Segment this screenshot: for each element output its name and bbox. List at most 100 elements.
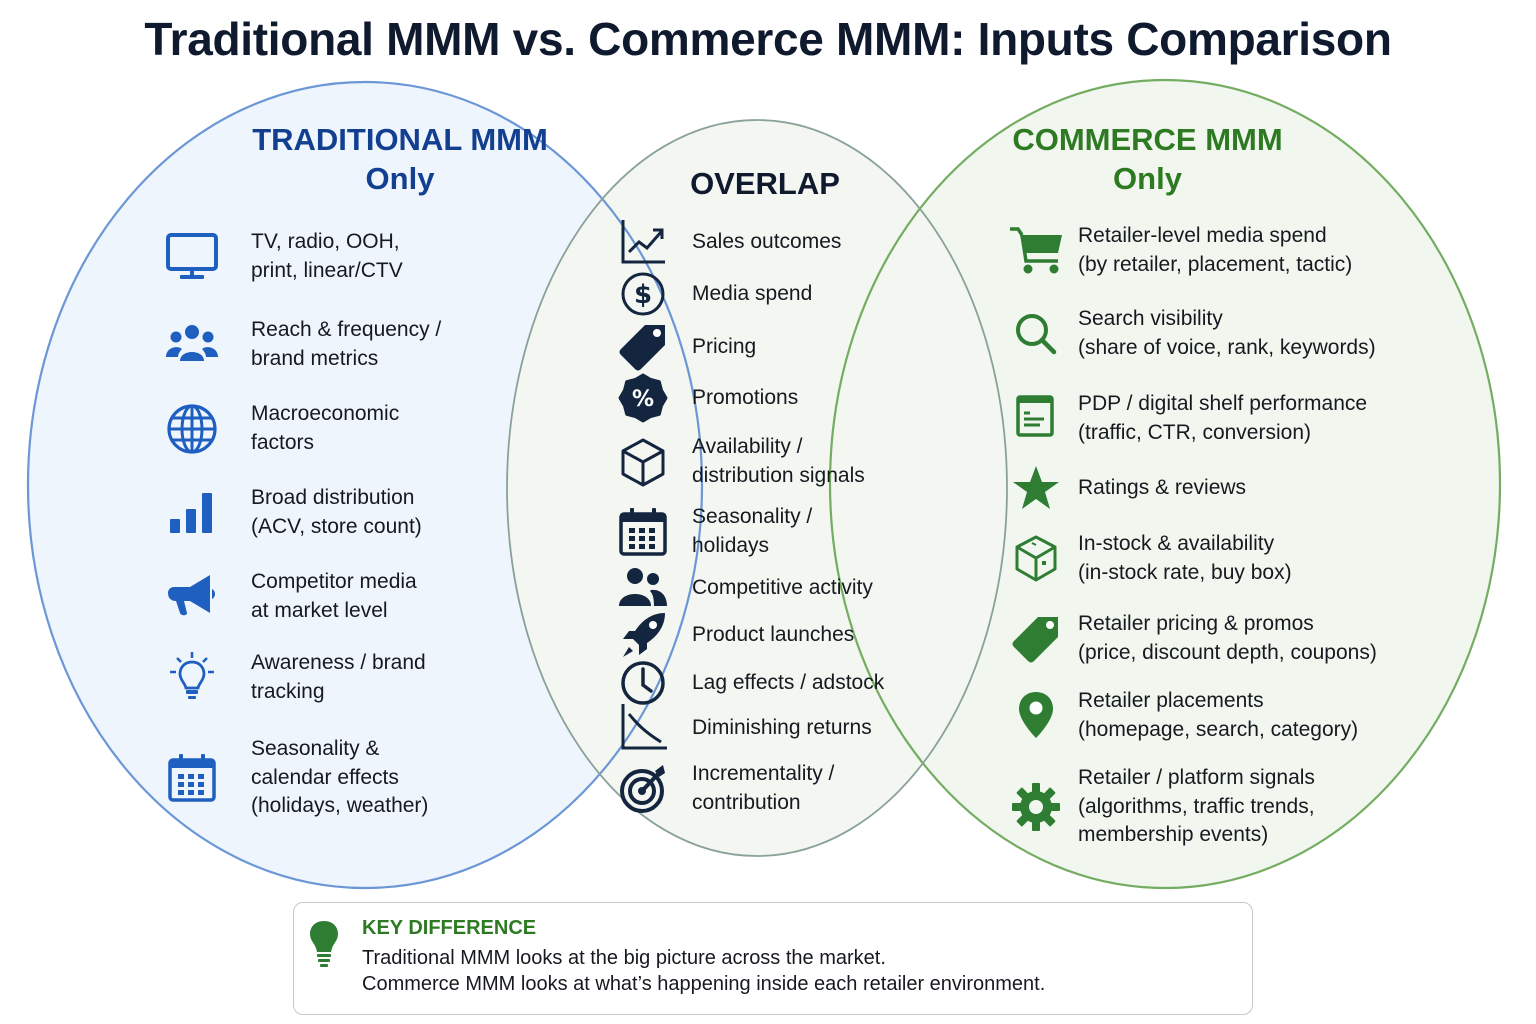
- item-label: Incrementality /contribution: [692, 760, 834, 817]
- item-label: PDP / digital shelf performance(traffic,…: [1078, 390, 1367, 447]
- item-label: Search visibility (share of voice, rank, …: [1078, 305, 1376, 362]
- item-label-line: (algorithms, traffic trends,: [1078, 794, 1315, 818]
- item-label: Availability / distribution signals: [692, 433, 865, 490]
- item-label: Reach & frequency / brand metrics: [251, 316, 441, 373]
- item-label-line: Sales outcomes: [692, 230, 842, 253]
- key-difference-box: KEY DIFFERENCE Traditional MMM looks at …: [293, 902, 1253, 1015]
- commerce-circle: [830, 80, 1500, 888]
- megaphone-icon: [164, 569, 220, 625]
- people-group-icon: [164, 317, 220, 373]
- item-label-line: membership events): [1078, 823, 1269, 846]
- item-label-line: Retailer / platform signals: [1078, 766, 1315, 789]
- item-label: Retailer-level media spend (by retailer, …: [1078, 222, 1352, 279]
- item-label-line: In-stock & availability: [1078, 532, 1275, 555]
- clock-icon: [615, 655, 671, 711]
- commerce-heading: COMMERCE MMM Only: [1012, 122, 1283, 196]
- item-label-line: factors: [251, 430, 315, 454]
- key-difference-title: KEY DIFFERENCE: [362, 917, 537, 939]
- item-label-line: calendar effects: [251, 765, 399, 789]
- item-label-line: Media spend: [692, 282, 813, 305]
- traditional-heading: TRADITIONAL MMM Only: [252, 122, 548, 196]
- cube-icon: [615, 434, 671, 490]
- item-label: Media spend: [692, 280, 812, 309]
- item-label: TV, radio, OOH, print, linear/CTV: [251, 228, 403, 285]
- item-label: Seasonality / holidays: [692, 503, 812, 560]
- item-label-line: Seasonality /: [692, 505, 813, 528]
- item-label-line: Reach & frequency /: [251, 318, 442, 341]
- item-label: Retailer placements (homepage, search, ca…: [1078, 687, 1358, 744]
- key-difference-line: Commerce MMM looks at what’s happening i…: [362, 973, 1046, 995]
- map-pin-icon: [1008, 688, 1064, 744]
- item-label: Diminishing returns: [692, 714, 872, 743]
- item-label: Macroeconomic factors: [251, 400, 399, 457]
- package-box-icon: [1008, 531, 1064, 587]
- svg-text:$: $: [634, 280, 652, 310]
- target-icon: [615, 761, 671, 817]
- item-label-line: Product launches: [692, 623, 855, 646]
- item-label-line: Retailer pricing & promos: [1078, 612, 1314, 635]
- item-label-line: distribution signals: [692, 463, 865, 487]
- item-label: Broad distribution (ACV, store count): [251, 484, 422, 541]
- item-label-line: (in-stock rate, buy box): [1078, 560, 1292, 584]
- search-icon: [1008, 306, 1064, 362]
- item-label-line: (holidays, weather): [251, 794, 429, 817]
- people-icon: [615, 560, 671, 616]
- lightbulb-icon: [164, 650, 220, 706]
- item-label-line: Incrementality /: [692, 762, 835, 785]
- item-label: Product launches: [692, 621, 854, 650]
- item-label-line: Macroeconomic: [251, 402, 400, 425]
- item-label-line: at market level: [251, 598, 388, 622]
- item-label-line: (homepage, search, category): [1078, 717, 1359, 741]
- item-label: Sales outcomes: [692, 228, 841, 257]
- item-label: Promotions: [692, 384, 798, 413]
- item-label-line: (traffic, CTR, conversion): [1078, 420, 1311, 444]
- shopping-cart-icon: [1008, 223, 1064, 279]
- item-label-line: Competitor media: [251, 570, 417, 593]
- item-label-line: TV, radio, OOH,: [251, 230, 400, 253]
- star-icon: [1008, 460, 1064, 516]
- trend-up-chart-icon: [615, 214, 671, 270]
- item-label-line: (ACV, store count): [251, 514, 422, 538]
- item-label-line: Lag effects / adstock: [692, 671, 885, 694]
- item-label: Seasonality & calendar effects (holidays, …: [251, 735, 428, 821]
- dollar-circle-icon: $: [615, 266, 671, 322]
- item-label-line: Seasonality &: [251, 737, 380, 760]
- item-label: Lag effects / adstock: [692, 669, 884, 698]
- globe-icon: [164, 401, 220, 457]
- item-label-line: Retailer placements: [1078, 689, 1264, 712]
- item-label: Retailer pricing & promos(price, discoun…: [1078, 610, 1377, 667]
- item-label: Ratings & reviews: [1078, 474, 1246, 503]
- calendar-icon: [164, 750, 220, 806]
- web-page-icon: [1008, 391, 1064, 447]
- item-label-line: holidays: [692, 533, 770, 557]
- percent-badge-icon: %: [615, 370, 671, 426]
- item-label-line: Pricing: [692, 335, 757, 358]
- item-label-line: Search visibility: [1078, 307, 1223, 330]
- monitor-icon: [164, 229, 220, 285]
- item-label: Pricing: [692, 333, 756, 362]
- item-label-line: Retailer-level media spend: [1078, 224, 1327, 247]
- svg-text:%: %: [632, 387, 654, 412]
- trend-down-chart-icon: [615, 700, 671, 756]
- item-label: Competitive activity: [692, 574, 873, 603]
- item-label-line: (by retailer, placement, tactic): [1078, 252, 1353, 276]
- item-label: Retailer / platform signals (algorithms, …: [1078, 764, 1315, 850]
- price-tag-icon: [1008, 611, 1064, 667]
- calendar-icon: [615, 504, 671, 560]
- item-label-line: print, linear/CTV: [251, 258, 403, 282]
- item-label-line: tracking: [251, 679, 325, 703]
- item-label-line: Broad distribution: [251, 486, 415, 509]
- item-label-line: Promotions: [692, 386, 799, 409]
- item-label: In-stock & availability (in-stock rate, b…: [1078, 530, 1292, 587]
- overlap-heading: OVERLAP: [690, 166, 840, 201]
- overlap-circle: [507, 120, 1007, 856]
- item-label-line: Diminishing returns: [692, 716, 872, 739]
- gear-icon: [1008, 779, 1064, 835]
- price-tag-icon: [615, 319, 671, 375]
- item-label-line: (share of voice, rank, keywords): [1078, 335, 1376, 359]
- item-label-line: Ratings & reviews: [1078, 476, 1247, 499]
- item-label-line: Availability /: [692, 435, 803, 458]
- item-label-line: brand metrics: [251, 346, 379, 370]
- key-difference-line: Traditional MMM looks at the big picture…: [362, 947, 886, 969]
